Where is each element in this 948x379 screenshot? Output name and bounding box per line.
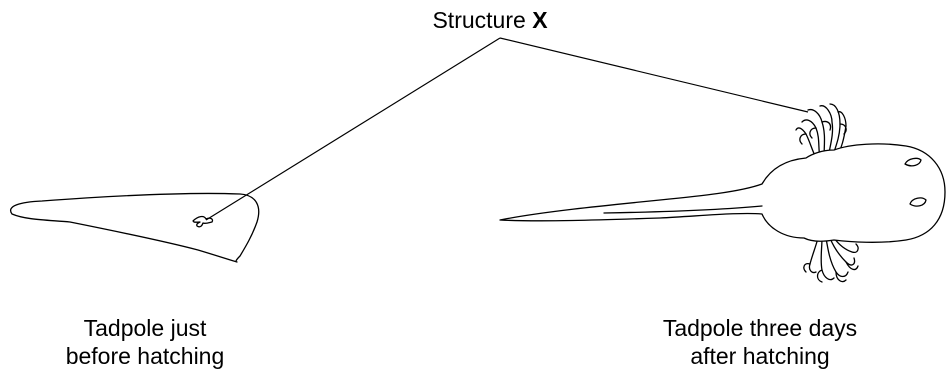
- leader-line-left: [205, 37, 501, 221]
- caption-before-hatching: Tadpole just before hatching: [20, 314, 270, 370]
- structure-label-prefix: Structure: [432, 7, 533, 33]
- caption-right-line2: after hatching: [690, 343, 830, 369]
- caption-after-hatching: Tadpole three days after hatching: [620, 314, 900, 370]
- embryo-structure-x: [192, 215, 214, 228]
- caption-left-line2: before hatching: [65, 343, 225, 369]
- tadpole-before-hatching: [10, 192, 260, 263]
- caption-right-line1: Tadpole three days: [662, 315, 858, 341]
- larva-eye-upper: [904, 157, 922, 167]
- caption-left-line1: Tadpole just: [83, 315, 207, 341]
- tadpole-after-hatching: [499, 103, 946, 283]
- larva-eye-lower: [909, 197, 927, 207]
- structure-label-letter: X: [532, 7, 548, 33]
- larva-body-outline: [499, 143, 946, 243]
- lower-gills: [803, 237, 859, 283]
- larva-tail-midline: [603, 205, 763, 214]
- structure-x-label: Structure X: [400, 6, 580, 34]
- leader-line-right: [499, 37, 809, 113]
- embryo-body-outline: [10, 192, 260, 263]
